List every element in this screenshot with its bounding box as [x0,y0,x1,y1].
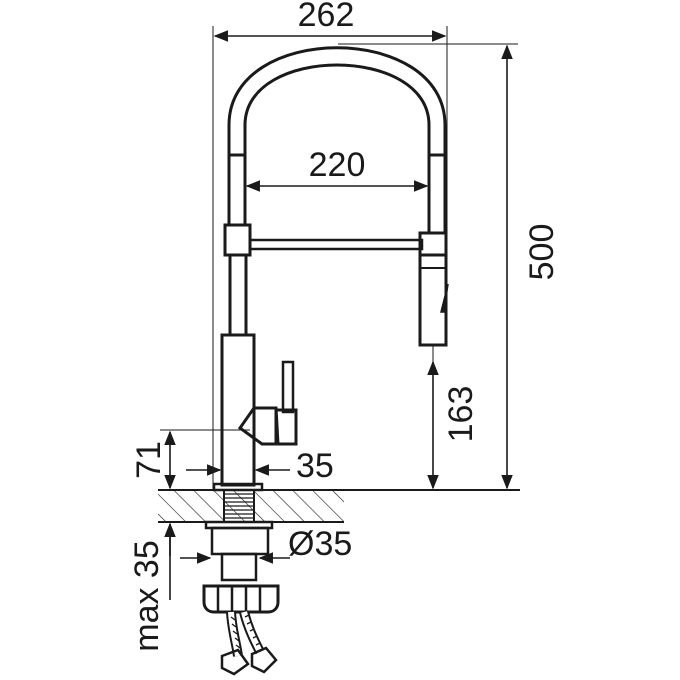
spout-clearance-label: 163 [442,386,480,443]
extension-lines [160,26,518,490]
overall-height-label: 500 [523,224,561,281]
overall-width-label: 262 [298,0,355,34]
mounting-nut [202,520,280,614]
base-height-label: 71 [130,441,168,479]
countertop-section [158,489,520,523]
body-diameter-label: 35 [296,447,334,485]
reach-label: 220 [309,146,366,184]
hole-diameter-label: Ø35 [288,525,352,563]
supply-hoses [220,610,278,676]
dimension-arrows [164,30,513,600]
faucet-body [212,46,449,492]
max-thickness-label: max 35 [128,540,166,652]
